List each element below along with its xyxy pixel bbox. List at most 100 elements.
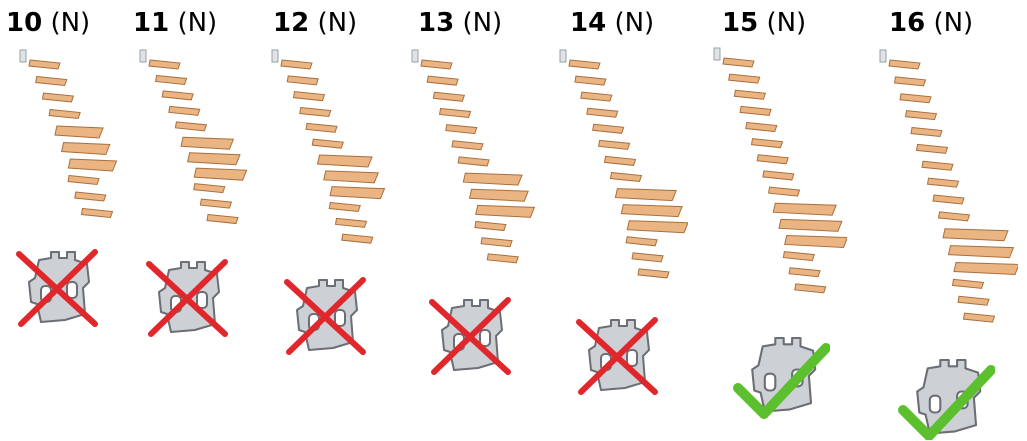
winder-tread (615, 189, 676, 201)
stair-tread (36, 77, 67, 86)
winder-tread (779, 219, 842, 231)
stair-tread (729, 74, 760, 83)
newel-post (20, 50, 26, 62)
stair-tread (433, 92, 464, 101)
stair-tread (294, 92, 325, 101)
stair-tread (342, 234, 373, 243)
unit: (N) (317, 8, 357, 38)
step-count: 11 (133, 8, 169, 38)
stair-tread (757, 155, 788, 164)
stair-tread (75, 192, 106, 201)
unit: (N) (614, 8, 654, 38)
stair-tread (783, 252, 814, 261)
staircase-12 (260, 48, 385, 258)
stair-tread (953, 279, 984, 288)
stair-tread (421, 60, 452, 69)
unit: (N) (177, 8, 217, 38)
stair-tread (487, 254, 518, 263)
accepted-badge-16 (895, 358, 995, 440)
stair-tread (475, 222, 506, 231)
stair-tread (751, 139, 782, 148)
winder-tread (330, 187, 385, 199)
stair-tread (795, 284, 826, 293)
winder-tread (476, 205, 535, 217)
stair-tread (481, 238, 512, 247)
stair-tread (895, 77, 926, 86)
stair-tread (723, 58, 754, 67)
step-count: 15 (722, 8, 758, 38)
unit: (N) (462, 8, 502, 38)
step-count: 14 (570, 8, 606, 38)
stair-tread (958, 296, 989, 305)
winder-tread (463, 173, 522, 185)
stair-tread (169, 106, 200, 115)
winder-tread (954, 263, 1018, 275)
stair-tread (440, 108, 471, 117)
stair-tread (928, 178, 959, 187)
stair-tread (329, 203, 360, 212)
stair-tread (638, 269, 669, 278)
stair-tread (336, 218, 367, 227)
stair-tread (42, 93, 73, 102)
stair-tread (162, 91, 193, 100)
unit: (N) (766, 8, 806, 38)
variant-label-11: 11 (N) (133, 6, 217, 40)
stair-tread (446, 125, 477, 134)
staircase-11 (128, 48, 248, 238)
winder-tread (181, 137, 233, 149)
winder-tread (68, 159, 116, 171)
stair-tread (632, 253, 663, 262)
stair-tread (593, 124, 624, 133)
step-count: 12 (273, 8, 309, 38)
stair-tread (306, 123, 337, 132)
rejected-badge-13 (428, 296, 513, 376)
newel-post (880, 50, 886, 62)
accepted-badge-15 (730, 336, 830, 421)
stair-tread (911, 128, 942, 137)
variant-label-15: 15 (N) (722, 6, 806, 40)
stair-tread (587, 108, 618, 117)
stair-tread (889, 60, 920, 69)
stair-tread (746, 123, 777, 132)
variant-label-12: 12 (N) (273, 6, 357, 40)
staircase-15 (702, 46, 847, 308)
winder-tread (943, 229, 1008, 241)
stair-tread (175, 122, 206, 131)
stair-tread (917, 144, 948, 153)
stair-tread (769, 187, 800, 196)
unit: (N) (50, 8, 90, 38)
step-count: 16 (889, 8, 925, 38)
step-count: 10 (6, 8, 42, 38)
stair-tread (68, 176, 99, 185)
rejected-badge-10 (15, 248, 100, 328)
stair-tread (599, 140, 630, 149)
stair-tread (933, 195, 964, 204)
winder-tread (470, 189, 529, 201)
stair-tread (939, 212, 970, 221)
stair-tread (605, 156, 636, 165)
stair-tread (312, 139, 343, 148)
stair-tread (575, 76, 606, 85)
newel-post (714, 48, 720, 60)
stair-tread (458, 157, 489, 166)
newel-post (140, 50, 146, 62)
stair-tread (29, 60, 60, 69)
rejected-badge-12 (283, 276, 368, 356)
unit: (N) (933, 8, 973, 38)
stair-tread (149, 60, 180, 69)
rejected-badge-11 (145, 258, 230, 338)
stair-tread (49, 110, 80, 119)
staircase-16 (868, 48, 1018, 338)
winder-tread (785, 235, 847, 247)
stair-tread (964, 313, 995, 322)
stair-tread (626, 237, 657, 246)
winder-tread (949, 246, 1014, 258)
winder-tread (194, 168, 246, 180)
staircase-13 (400, 48, 535, 278)
stair-tread (906, 111, 937, 120)
stair-tread (194, 184, 225, 193)
winder-tread (627, 221, 688, 233)
step-count: 13 (418, 8, 454, 38)
stair-tread (922, 161, 953, 170)
stair-tread (427, 76, 458, 85)
